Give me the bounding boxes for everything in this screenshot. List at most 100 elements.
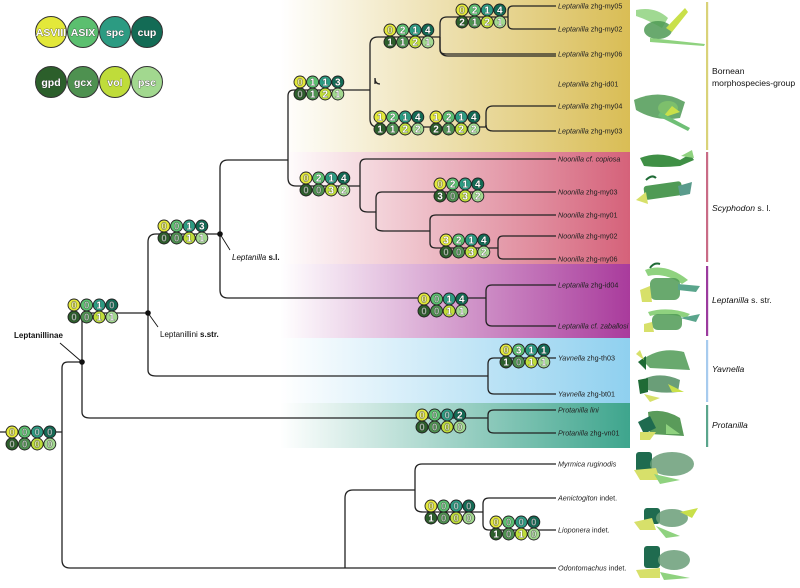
state-value: 1	[458, 113, 464, 124]
state-value: 1	[402, 113, 408, 124]
state-value: 0	[443, 248, 449, 259]
state-value: 0	[441, 502, 447, 513]
state-circle	[30, 437, 44, 451]
state-circle	[453, 420, 467, 434]
group-label-bornean-2: morphospecies-group	[712, 78, 795, 88]
state-value: 0	[432, 423, 438, 434]
tip-label: Leptanilla zhg-my02	[558, 25, 622, 34]
group-label-scyphodon: Scyphodon s. l.	[712, 203, 771, 213]
state-value: 1	[541, 358, 547, 369]
state-value: 0	[506, 518, 512, 529]
group-label-leptanilla-sstr: Leptanilla s. str.	[712, 295, 772, 305]
state-value: 1	[400, 38, 406, 49]
leader-leptanillinae	[59, 342, 83, 363]
state-circle	[433, 189, 447, 203]
group-label-protanilla: Protanilla	[712, 420, 748, 430]
state-value: 0	[303, 186, 309, 197]
state-value: 0	[450, 192, 456, 203]
state-value: 0	[419, 411, 425, 422]
state-value: 1	[186, 234, 192, 245]
state-circle	[446, 189, 460, 203]
legend-item-gcx: gcx	[67, 66, 99, 98]
state-value: 0	[34, 428, 40, 439]
state-circle	[442, 122, 456, 136]
tip-label: Yavnella zhg-bt01	[558, 390, 615, 399]
state-value: 0	[437, 180, 443, 191]
state-circle	[493, 15, 507, 29]
branch-bornean-upper	[369, 36, 440, 90]
state-circle	[468, 15, 482, 29]
state-value: 1	[462, 180, 468, 191]
state-circle	[398, 122, 412, 136]
tip-label: Leptanilla zhg-my03	[558, 127, 622, 136]
state-value: 0	[518, 518, 524, 529]
state-value: 3	[335, 78, 341, 89]
branch-to-bornean	[287, 89, 370, 160]
state-value: 1	[199, 234, 205, 245]
state-circle	[415, 420, 429, 434]
illustration-protanilla	[638, 410, 684, 440]
state-value: 0	[434, 295, 440, 306]
tip-label: Odontomachus indet.	[558, 564, 626, 573]
state-circle	[467, 122, 481, 136]
state-value: 0	[161, 222, 167, 233]
state-circle	[5, 437, 19, 451]
state-circle	[331, 87, 345, 101]
state-value: 0	[459, 6, 465, 17]
state-value: 0	[419, 423, 425, 434]
state-value: 0	[428, 502, 434, 513]
state-circle	[299, 183, 313, 197]
state-value: 1	[493, 530, 499, 541]
state-value: 0	[432, 411, 438, 422]
state-value: 0	[453, 502, 459, 513]
state-circle	[157, 231, 171, 245]
state-circle	[458, 189, 472, 203]
legend-label: spc	[106, 27, 124, 39]
state-circle	[480, 15, 494, 29]
branch-myrmica	[344, 489, 415, 568]
tip-label: Leptanilla zhg-id01	[558, 80, 618, 89]
legend-swatch	[131, 16, 163, 48]
state-circle	[489, 527, 503, 541]
state-value: 0	[456, 248, 462, 259]
state-value: 1	[377, 125, 383, 136]
state-value: 1	[310, 78, 316, 89]
state-value: 3	[443, 236, 449, 247]
tip-label: Lioponera indet.	[558, 526, 610, 535]
state-value: 2	[458, 125, 464, 136]
state-value: 0	[161, 234, 167, 245]
specimen-illustrations	[634, 8, 705, 580]
illustration-scyphodon-2	[636, 175, 692, 204]
state-value: 1	[528, 358, 534, 369]
branch-th03	[487, 357, 556, 376]
state-value: 0	[22, 428, 28, 439]
tip-label: Noonilla cf. copiosa	[558, 155, 620, 164]
state-value: 0	[9, 428, 15, 439]
state-value: 0	[47, 440, 53, 451]
state-value: 3	[468, 248, 474, 259]
state-value: 1	[412, 26, 418, 37]
state-value: 3	[199, 222, 205, 233]
branch-myrmica-tip	[414, 463, 556, 490]
state-value: 0	[466, 514, 472, 525]
state-value: 2	[400, 26, 406, 37]
branch-noonilla-my01	[429, 214, 556, 231]
state-value: 1	[497, 18, 503, 29]
state-value: 0	[174, 222, 180, 233]
state-value: 2	[471, 125, 477, 136]
branch-my02	[507, 17, 556, 30]
state-value: 1	[484, 6, 490, 17]
state-circle	[312, 183, 326, 197]
branch-root-split	[61, 361, 345, 569]
state-value: 0	[71, 313, 77, 324]
state-value: 0	[434, 307, 440, 318]
node-label-leptanillini: Leptanillini s.str.	[160, 330, 219, 339]
state-value: 1	[186, 222, 192, 233]
state-value: 2	[456, 236, 462, 247]
state-value: 1	[468, 236, 474, 247]
